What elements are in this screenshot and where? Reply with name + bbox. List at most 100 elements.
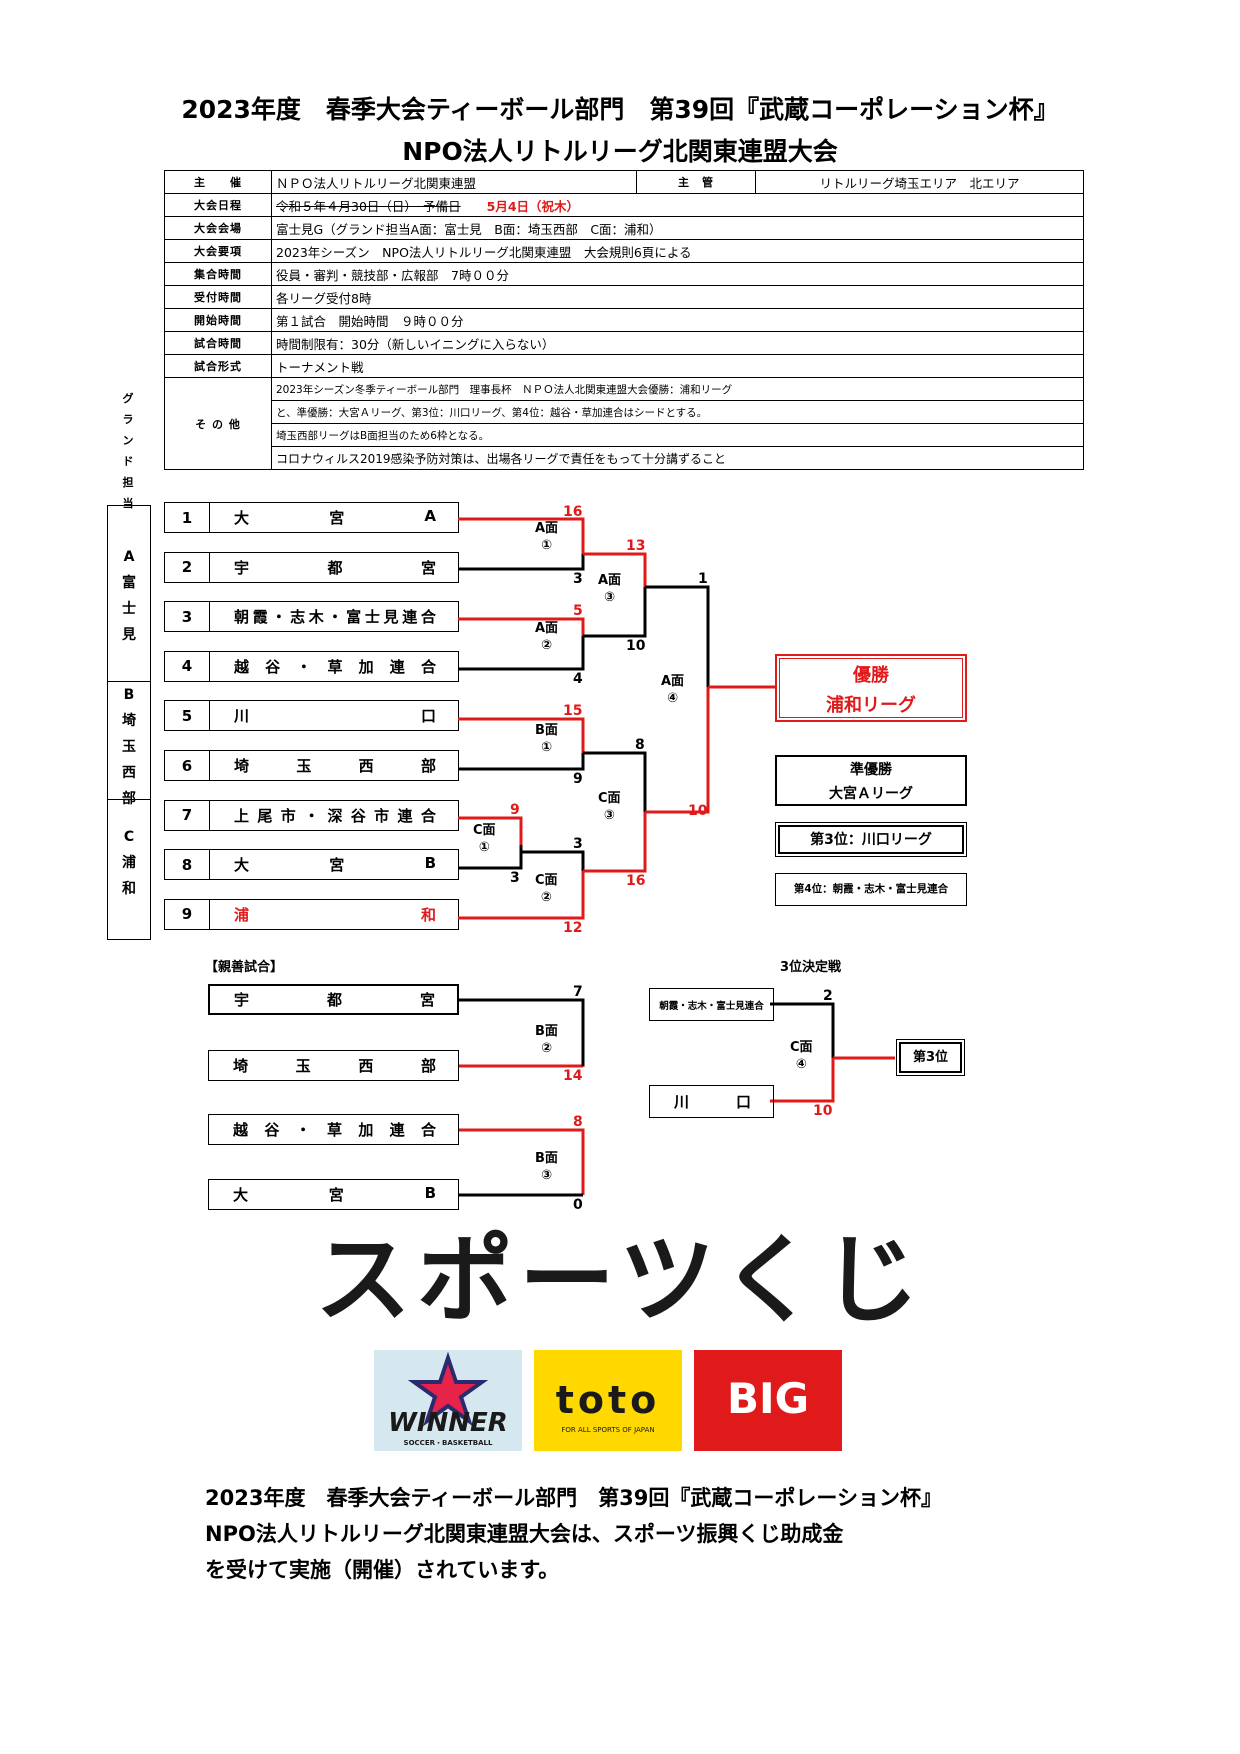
name-char: ・ <box>304 806 320 825</box>
ground-label-char: 当 <box>122 497 134 510</box>
name-char: 西 <box>358 1057 374 1075</box>
name-char: ・ <box>295 1121 311 1139</box>
name-char: 大 <box>234 856 250 875</box>
rules-value: 2023年シーズン NPO法人リトルリーグ北関東連盟 大会規則6頁による <box>271 239 1084 263</box>
third-place-result-box: 第3位 <box>896 1039 965 1076</box>
name-char: 玉 <box>295 1057 311 1075</box>
team-number: 8 <box>165 850 210 880</box>
line-t3-bot <box>770 1058 835 1103</box>
big-logo: BIG <box>694 1350 842 1451</box>
line-t3-top <box>770 1002 835 1058</box>
team-number: 5 <box>165 701 210 731</box>
name-char: 合 <box>420 657 436 676</box>
score-x1-top: 7 <box>573 984 583 1000</box>
name-char: 見 <box>383 608 399 627</box>
name-char: 連 <box>402 608 418 627</box>
date-value: 令和５年４月30日（日） 予備日 5月4日（祝木） <box>271 193 1084 217</box>
name-char: 霞 <box>252 608 268 627</box>
name-char: 加 <box>358 1121 374 1139</box>
line-a2-top <box>458 617 585 636</box>
sportskuji-logo: スポーツくじ <box>314 1224 926 1336</box>
name-char: 合 <box>420 1121 436 1139</box>
fourth-box: 第4位：朝霞・志木・富士見連合 <box>775 873 967 906</box>
score-a4-bot: 10 <box>688 803 708 819</box>
friendly-team-name: 宇都宮 <box>210 989 457 1010</box>
line-b1-top <box>458 717 585 753</box>
name-char: 部 <box>420 757 436 775</box>
team-name: 川口 <box>210 705 458 726</box>
score-x2-top: 8 <box>573 1114 583 1130</box>
line-x1-bot <box>458 1064 585 1068</box>
line-c3-top <box>583 751 647 812</box>
runnerup-box: 準優勝 大宮Ａリーグ <box>775 755 967 806</box>
footer-line-2: NPO法人リトルリーグ北関東連盟大会は、スポーツ振興くじ助成金 <box>205 1522 844 1546</box>
third-place-team-2: 川口 <box>649 1085 774 1118</box>
score-c3-top: 8 <box>635 737 645 753</box>
score-x1-bot: 14 <box>563 1068 583 1084</box>
name-char: 草 <box>326 1121 342 1139</box>
toto-text: toto <box>555 1378 661 1422</box>
line-c1-top <box>458 816 523 845</box>
name-char: 朝 <box>234 608 250 627</box>
info-table: 主 催 ＮＰＯ法人リトルリーグ北関東連盟 主 管 リトルリーグ埼玉エリア 北エリ… <box>164 170 1084 470</box>
name-char: B <box>424 1184 436 1202</box>
date-new: 5月4日（祝木） <box>486 198 580 214</box>
group-label-char: 和 <box>122 881 136 897</box>
name-char: 口 <box>420 707 436 726</box>
name-char: 草 <box>327 657 343 676</box>
runnerup-name: 大宮Ａリーグ <box>829 786 913 802</box>
name-char: 連 <box>397 806 413 825</box>
group-label-char: C <box>123 829 135 845</box>
line-b1-bot <box>458 753 585 771</box>
score-a3-top: 13 <box>626 538 646 554</box>
name-char: 連 <box>389 1121 405 1139</box>
score-a2-bot: 4 <box>573 671 583 687</box>
name-char: 都 <box>327 558 343 577</box>
team-number: 2 <box>165 552 210 582</box>
group-label-char: 埼 <box>122 713 136 729</box>
name-char: 玉 <box>296 757 312 775</box>
other-line-4: コロナウィルス2019感染予防対策は、出場各リーグで責任をもって十分講ずること <box>271 446 1084 470</box>
ground-label: グランド担当 <box>118 388 138 514</box>
winner-text: WINNER <box>388 1408 508 1438</box>
group-label-char: A <box>123 549 135 565</box>
score-a4-top: 1 <box>698 571 708 587</box>
friendly-team: 越谷・草加連合 <box>208 1114 459 1145</box>
team-number: 1 <box>165 503 210 532</box>
name-char: 上 <box>234 806 250 825</box>
start-label: 開始時間 <box>164 308 272 332</box>
group-label-char: B <box>123 687 135 703</box>
team-number: 9 <box>165 899 210 929</box>
third-place-result: 第3位 <box>899 1042 962 1073</box>
gather-label: 集合時間 <box>164 262 272 286</box>
team-number: 4 <box>165 651 210 681</box>
team-number: 6 <box>165 751 210 780</box>
score-x2-bot: 0 <box>573 1197 583 1213</box>
line-c2-bot <box>458 871 585 920</box>
team-number: 7 <box>165 800 210 830</box>
team-name: 埼玉西部 <box>210 755 458 776</box>
name-char: 宇 <box>234 558 250 577</box>
line-x1-top <box>458 998 585 1067</box>
name-char: ・ <box>271 608 287 627</box>
name-char: 埼 <box>234 757 250 775</box>
name-char: 宮 <box>329 509 345 527</box>
manage-label: 主 管 <box>636 170 756 194</box>
score-c1-bot: 3 <box>510 870 520 886</box>
name-char: 志 <box>290 608 306 627</box>
group-label-char: 富 <box>122 575 136 591</box>
name-char: A <box>424 507 436 525</box>
star-icon <box>407 1351 489 1427</box>
third-place-team-1: 朝霞・志木・富士見連合 <box>649 988 774 1021</box>
name-char: 谷 <box>350 806 366 825</box>
name-char: 大 <box>233 1186 249 1204</box>
